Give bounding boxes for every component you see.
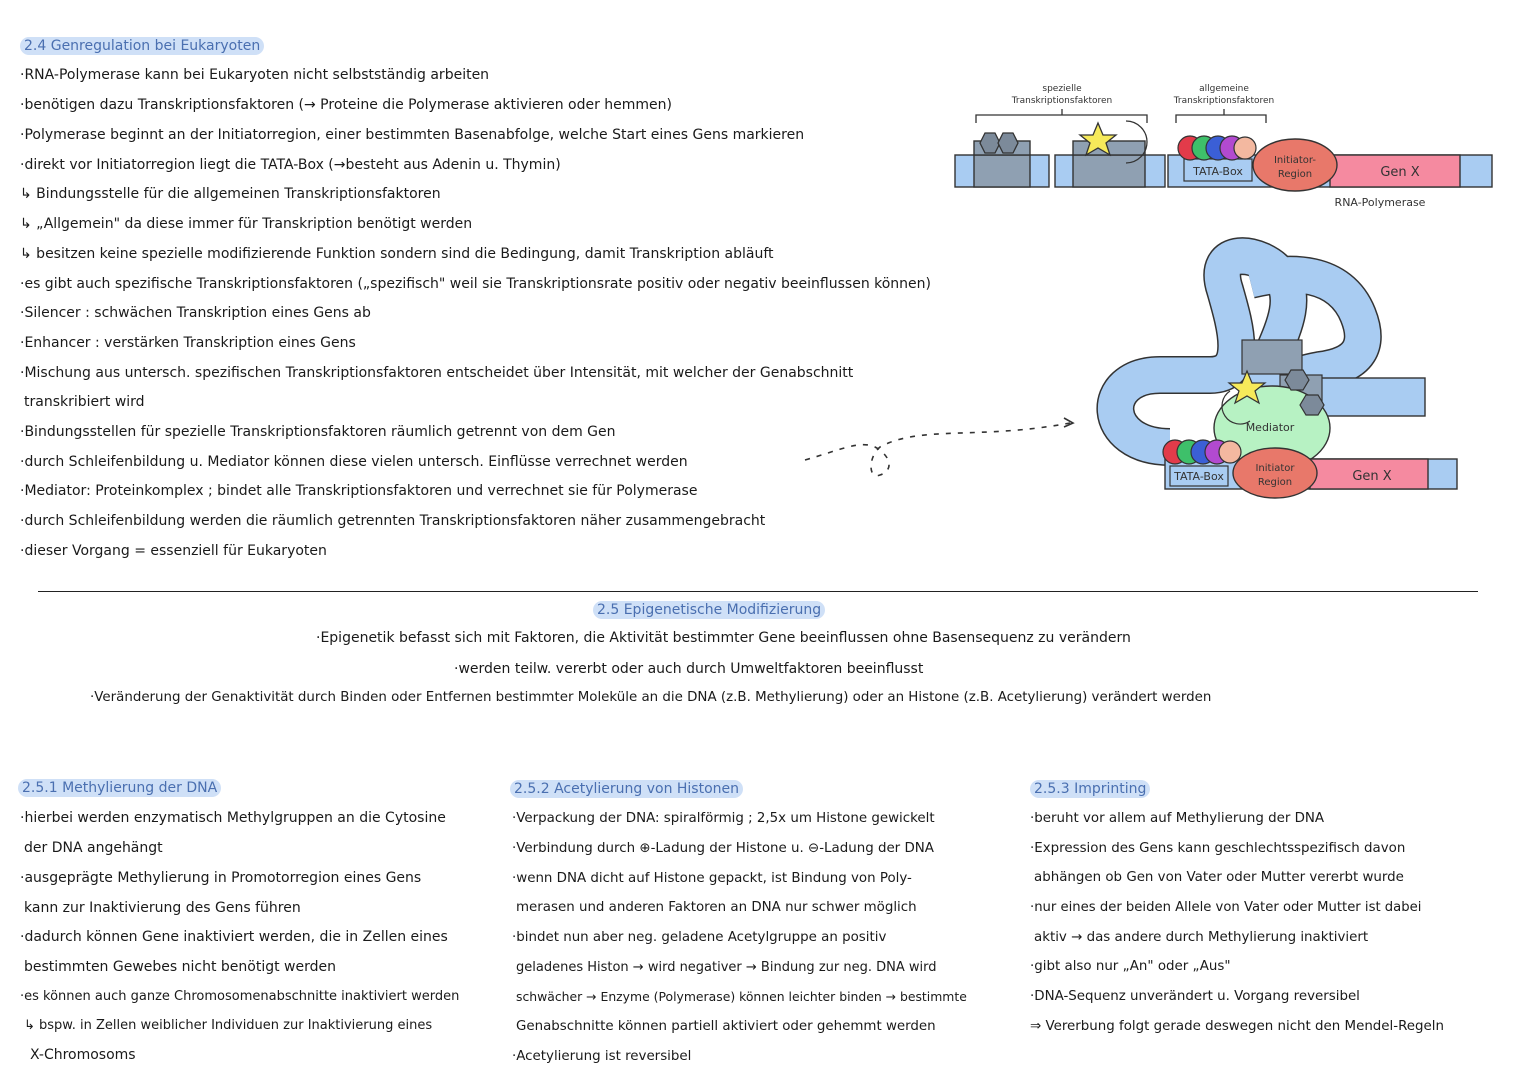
- section-2-5-3-heading: 2.5.3 Imprinting: [1030, 780, 1151, 798]
- rna-polymerase-label: RNA-Polymerase: [1335, 196, 1426, 209]
- initiator-label-top-1: Initiator-: [1274, 155, 1316, 166]
- section-2-5-heading: 2.5 Epigenetische Modifizierung: [593, 601, 826, 619]
- tata-box-label-top: TATA-Box: [1192, 165, 1243, 178]
- text-line: der DNA angehängt: [24, 840, 163, 856]
- tata-box-label-bottom: TATA-Box: [1173, 470, 1224, 483]
- dna-top-strand: TATA-Box Gen X Initiator- Region RNA-Pol…: [954, 120, 1493, 209]
- text-line: ·werden teilw. vererbt oder auch durch U…: [454, 661, 924, 677]
- transcription-diagram: spezielle Transkriptionsfaktoren allgeme…: [804, 84, 1493, 499]
- initiator-label-bottom-2: Region: [1258, 477, 1292, 488]
- text-line: ·dieser Vorgang = essenziell für Eukaryo…: [20, 543, 327, 559]
- text-line: ·benötigen dazu Transkriptionsfaktoren (…: [20, 97, 672, 113]
- dashed-arrow: [804, 422, 1071, 477]
- text-line: ·direkt vor Initiatorregion liegt die TA…: [20, 157, 561, 173]
- initiator-label-bottom-1: Initiator: [1255, 463, 1295, 474]
- loop-enhancer-moon: [1221, 390, 1251, 425]
- text-line: ·Acetylierung ist reversibel: [512, 1049, 692, 1064]
- label-general-factors-1: allgemeine: [1199, 84, 1249, 94]
- text-line: ⇒ Vererbung folgt gerade deswegen nicht …: [1030, 1019, 1444, 1034]
- text-line: ·nur eines der beiden Allele von Vater o…: [1030, 900, 1422, 915]
- section-divider: [38, 591, 1478, 592]
- section-2-5-2-heading: 2.5.2 Acetylierung von Histonen: [510, 780, 744, 798]
- text-line: ·Veränderung der Genaktivität durch Bind…: [90, 690, 1212, 705]
- section-2-4-heading: 2.4 Genregulation bei Eukaryoten: [20, 37, 265, 55]
- text-line: ·Expression des Gens kann geschlechtsspe…: [1030, 841, 1406, 856]
- text-line: ·es können auch ganze Chromosomenabschni…: [20, 989, 460, 1004]
- text-line: kann zur Inaktivierung des Gens führen: [24, 900, 301, 916]
- text-line: ↳ „Allgemein" da diese immer für Transkr…: [20, 216, 473, 232]
- loop-fill: [1097, 238, 1381, 465]
- text-line: ↳ Bindungsstelle für die allgemeinen Tra…: [20, 186, 441, 202]
- text-line: ·es gibt auch spezifische Transkriptions…: [20, 276, 932, 292]
- text-line: ·Bindungsstellen für spezielle Transkrip…: [20, 424, 616, 440]
- text-line: ·DNA-Sequenz unverändert u. Vorgang reve…: [1030, 989, 1360, 1004]
- text-line: ·bindet nun aber neg. geladene Acetylgru…: [512, 930, 887, 945]
- initiator-label-top-2: Region: [1278, 169, 1312, 180]
- text-line: X-Chromosoms: [30, 1047, 136, 1063]
- gene-x-bottom: [1309, 458, 1429, 490]
- loop-enhancer-star: [1227, 369, 1267, 405]
- text-line: merasen und anderen Faktoren an DNA nur …: [516, 900, 917, 915]
- initiator-region-top: [1252, 138, 1338, 192]
- text-line: ·Verbindung durch ⊕-Ladung der Histone u…: [512, 841, 934, 856]
- initiator-region-bottom: [1232, 447, 1318, 499]
- text-line: ·Silencer : schwächen Transkription eine…: [20, 305, 371, 321]
- text-line: Genabschnitte können partiell aktiviert …: [516, 1019, 936, 1034]
- text-line: aktiv → das andere durch Methylierung in…: [1034, 930, 1369, 945]
- text-line: ·Polymerase beginnt an der Initiatorregi…: [20, 127, 805, 143]
- text-line: ·Enhancer : verstärken Transkription ein…: [20, 335, 356, 351]
- bracket-special: [975, 109, 1148, 123]
- mediator-label: Mediator: [1246, 421, 1295, 434]
- text-line: ·Mediator: Proteinkomplex ; bindet alle …: [20, 483, 698, 499]
- text-line: ·RNA-Polymerase kann bei Eukaryoten nich…: [20, 67, 490, 83]
- text-line: ·beruht vor allem auf Methylierung der D…: [1030, 811, 1325, 826]
- text-line: ·Verpackung der DNA: spiralförmig ; 2,5x…: [512, 811, 935, 826]
- text-line: ·wenn DNA dicht auf Histone gepackt, ist…: [512, 871, 912, 886]
- text-line: ·durch Schleifenbildung u. Mediator könn…: [20, 454, 688, 470]
- label-general-factors-2: Transkriptionsfaktoren: [1173, 96, 1275, 106]
- enhancer-star: [1078, 121, 1118, 157]
- text-line: bestimmten Gewebes nicht benötigt werden: [24, 959, 337, 975]
- text-line: ·durch Schleifenbildung werden die räuml…: [20, 513, 766, 529]
- text-line: ↳ besitzen keine spezielle modifizierend…: [20, 246, 774, 262]
- dna-bottom-strand: TATA-Box Gen X Initiator Region: [1162, 439, 1458, 499]
- text-line: transkribiert wird: [24, 394, 145, 410]
- loop-silencer-2: [1299, 394, 1325, 416]
- silencer-factor-2: [997, 132, 1019, 154]
- bracket-general: [1175, 109, 1267, 123]
- text-line: ·gibt also nur „An" oder „Aus": [1030, 959, 1231, 974]
- text-line: ·Mischung aus untersch. spezifischen Tra…: [20, 365, 854, 381]
- text-line: ·Epigenetik befasst sich mit Faktoren, d…: [316, 630, 1131, 646]
- dna-loop: Mediator: [1096, 237, 1426, 471]
- label-special-factors-1: spezielle: [1042, 84, 1082, 94]
- text-line: geladenes Histon → wird negativer → Bind…: [516, 960, 937, 975]
- section-2-5-1-heading: 2.5.1 Methylierung der DNA: [18, 779, 222, 797]
- silencer-factor-1: [979, 132, 1001, 154]
- text-line: abhängen ob Gen von Vater oder Mutter ve…: [1034, 870, 1404, 885]
- text-line: ·hierbei werden enzymatisch Methylgruppe…: [20, 810, 446, 826]
- arrow-head: [1063, 417, 1075, 428]
- text-line: ·dadurch können Gene inaktiviert werden,…: [20, 929, 448, 945]
- general-factor-peach: [1233, 136, 1257, 160]
- text-line: schwächer → Enzyme (Polymerase) können l…: [516, 989, 967, 1004]
- text-line: ·ausgeprägte Methylierung in Promotorreg…: [20, 870, 422, 886]
- label-special-factors-2: Transkriptionsfaktoren: [1011, 96, 1113, 106]
- loop-silencer-1: [1284, 369, 1310, 391]
- gene-x-top: [1329, 154, 1461, 188]
- gene-x-label-top: Gen X: [1380, 165, 1419, 180]
- gene-x-label-bottom: Gen X: [1352, 469, 1391, 484]
- enhancer-moon: [1125, 120, 1148, 164]
- text-line: ↳ bspw. in Zellen weiblicher Individuen …: [24, 1018, 433, 1033]
